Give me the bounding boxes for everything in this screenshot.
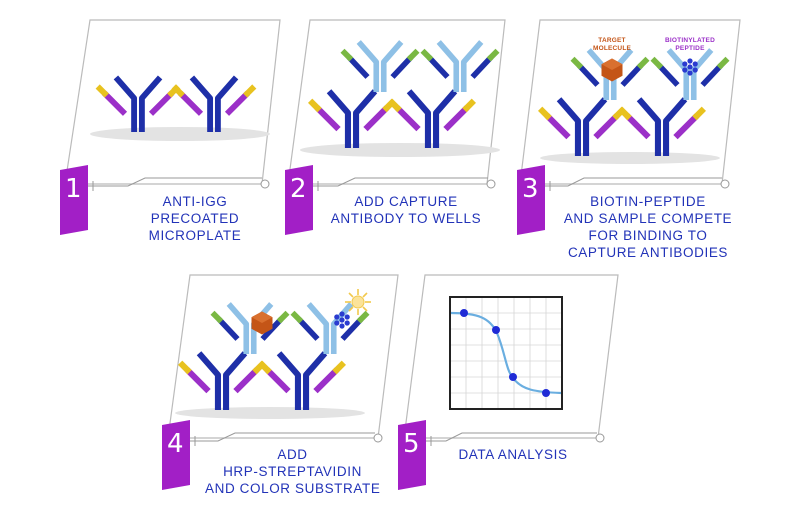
biotinylated-label-1: BIOTINYLATED <box>665 37 715 44</box>
step-4-line-1: ADD <box>277 447 308 462</box>
target-label-2: MOLECULE <box>593 45 632 52</box>
step-1-tab <box>60 165 88 235</box>
sigmoid-curve-plot-icon <box>449 296 563 410</box>
panel-1: 1 <box>60 19 281 235</box>
step-5-tab <box>398 420 426 490</box>
step-4-label: ADD HRP-STREPTAVIDIN AND COLOR SUBSTRATE <box>205 446 380 497</box>
step-5-number: 5 <box>403 429 420 459</box>
step-1-line-1: ANTI-IgG <box>162 194 228 209</box>
step-4-line-3: AND COLOR SUBSTRATE <box>205 481 381 496</box>
step-3-number: 3 <box>522 174 539 204</box>
step-3-line-3: FOR BINDING TO <box>588 228 708 243</box>
target-label-1: TARGET <box>598 37 625 44</box>
step-2-line-2: ANTIBODY TO WELLS <box>330 211 482 226</box>
step-5-label: DATA ANALYSIS <box>448 446 578 463</box>
hrp-sun-icon <box>345 289 371 315</box>
biotinylated-label-2: PEPTIDE <box>675 45 705 52</box>
step-1-label: ANTI-IgG PRECOATED MICROPLATE <box>130 193 260 244</box>
step-3-tab <box>517 165 545 235</box>
step-1-line-3: MICROPLATE <box>148 228 242 243</box>
step-3-label: BIOTIN-PEPTIDE AND SAMPLE COMPETE FOR BI… <box>558 193 738 261</box>
step-4-line-2: HRP-STREPTAVIDIN <box>223 464 362 479</box>
step-2-label: ADD CAPTURE ANTIBODY TO WELLS <box>326 193 486 227</box>
panel-3: TARGET MOLECULE BIOTINYLATED PEPTIDE 3 <box>517 19 741 235</box>
step-3-line-4: CAPTURE ANTIBODIES <box>567 245 729 260</box>
step-2-number: 2 <box>290 174 307 204</box>
step-5-line-1: DATA ANALYSIS <box>458 447 568 462</box>
panel-5: 5 <box>398 274 619 490</box>
step-4-tab <box>162 420 190 490</box>
step-3-line-1: BIOTIN-PEPTIDE <box>590 194 706 209</box>
step-2-tab <box>285 165 313 235</box>
step-1-number: 1 <box>65 174 82 204</box>
step-4-number: 4 <box>167 429 184 459</box>
step-3-line-2: AND SAMPLE COMPETE <box>563 211 733 226</box>
panel-4: 4 <box>162 274 399 490</box>
step-2-line-1: ADD CAPTURE <box>354 194 458 209</box>
step-1-line-2: PRECOATED <box>150 211 240 226</box>
panel-2: 2 <box>285 19 506 235</box>
